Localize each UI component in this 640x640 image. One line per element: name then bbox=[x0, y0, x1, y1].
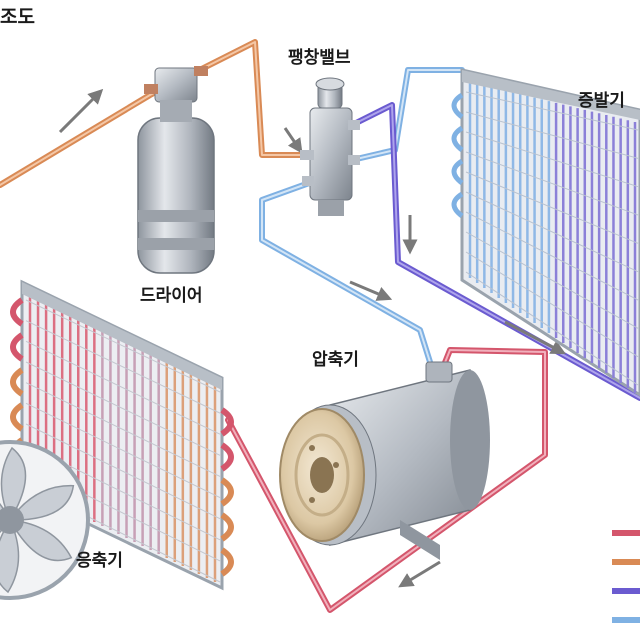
condenser-fins bbox=[25, 294, 221, 583]
flow-arrow-icon bbox=[504, 320, 566, 355]
flow-arrows bbox=[58, 88, 566, 588]
legend bbox=[612, 530, 640, 623]
flow-arrow-icon bbox=[283, 127, 303, 154]
diagram-title-fragment: 조도 bbox=[0, 6, 35, 28]
label-compressor: 압축기 bbox=[312, 350, 359, 370]
legend-swatch bbox=[612, 588, 640, 594]
expansion-valve-unit bbox=[300, 77, 360, 216]
legend-swatch bbox=[612, 530, 640, 536]
evaporator-fins bbox=[465, 82, 639, 393]
dryer-unit bbox=[137, 66, 215, 274]
evaporator-unit bbox=[451, 68, 640, 397]
legend-swatch bbox=[612, 617, 640, 623]
legend-swatch bbox=[612, 559, 640, 565]
label-condenser: 응축기 bbox=[76, 551, 123, 571]
pipe-blue-low-side bbox=[259, 179, 433, 365]
evaporator-return-bends bbox=[451, 92, 464, 218]
flow-arrow-icon bbox=[349, 280, 393, 301]
condenser-right-bends bbox=[220, 407, 234, 577]
label-expansion-valve: 팽창밸브 bbox=[288, 48, 351, 68]
fan-icon bbox=[0, 440, 90, 600]
pipe-network bbox=[0, 39, 640, 613]
label-dryer: 드라이어 bbox=[140, 286, 203, 306]
flow-arrow-icon bbox=[398, 560, 441, 588]
flow-arrow-icon bbox=[58, 88, 104, 134]
compressor-unit bbox=[279, 361, 490, 560]
label-evaporator: 증발기 bbox=[578, 91, 625, 111]
